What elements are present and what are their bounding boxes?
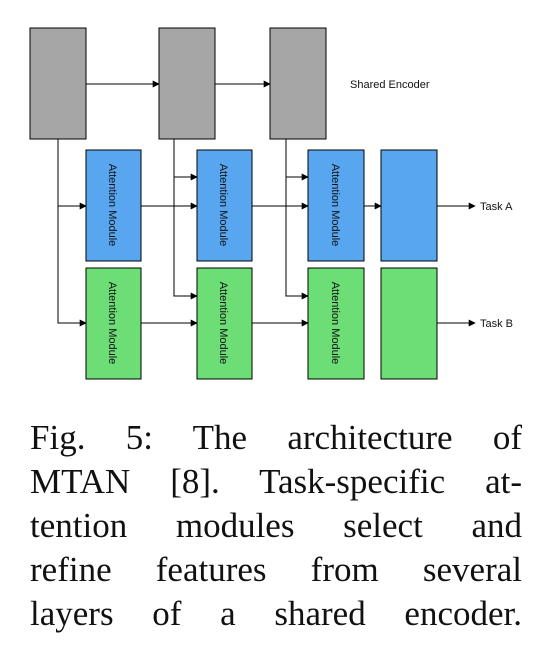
task-b-head	[380, 267, 438, 380]
enc3-to-b3	[285, 177, 309, 300]
enc1-to-a1	[57, 139, 87, 210]
shared-encoder-label: Shared Encoder	[350, 79, 430, 91]
enc3-to-a3	[285, 139, 309, 181]
mtan-architecture-diagram: Shared Encoder Attention Module Attentio…	[29, 27, 513, 380]
task-a-head	[380, 149, 438, 262]
attention-label-a1: Attention Module	[106, 164, 118, 247]
enc2-to-b2	[173, 177, 198, 300]
attention-module-a1	[85, 149, 142, 262]
caption-line: refine features from several	[30, 550, 522, 589]
encoder-block-3	[269, 27, 327, 140]
shared-encoder	[29, 27, 327, 140]
caption-line: layers of a shared encoder.	[30, 594, 522, 633]
enc2-to-a2	[173, 139, 198, 181]
task-a-branch: Attention Module Attention Module Attent…	[85, 149, 438, 262]
attention-label-b3: Attention Module	[329, 282, 341, 365]
attention-label-b1: Attention Module	[106, 282, 118, 365]
caption-line: Fig. 5: The architecture of	[30, 418, 522, 457]
connectors	[57, 80, 476, 327]
attention-module-a2	[196, 149, 253, 262]
caption-line: MTAN [8]. Task-specific at-	[30, 462, 522, 501]
task-b-branch: Attention Module Attention Module Attent…	[85, 267, 438, 380]
attention-module-b3	[307, 267, 365, 380]
attention-module-b1	[85, 267, 142, 380]
attention-label-a3: Attention Module	[329, 164, 341, 247]
task-a-label: Task A	[480, 201, 513, 213]
encoder-block-2	[158, 27, 216, 140]
attention-module-b2	[196, 267, 253, 380]
attention-module-a3	[307, 149, 365, 262]
attention-label-a2: Attention Module	[217, 164, 229, 247]
figure-caption: Fig. 5: The architecture of MTAN [8]. Ta…	[30, 416, 522, 636]
enc1-to-b1	[57, 206, 87, 327]
caption-line: tention modules select and	[30, 506, 522, 545]
encoder-block-1	[29, 27, 87, 140]
task-b-label: Task B	[480, 318, 513, 330]
attention-label-b2: Attention Module	[217, 282, 229, 365]
